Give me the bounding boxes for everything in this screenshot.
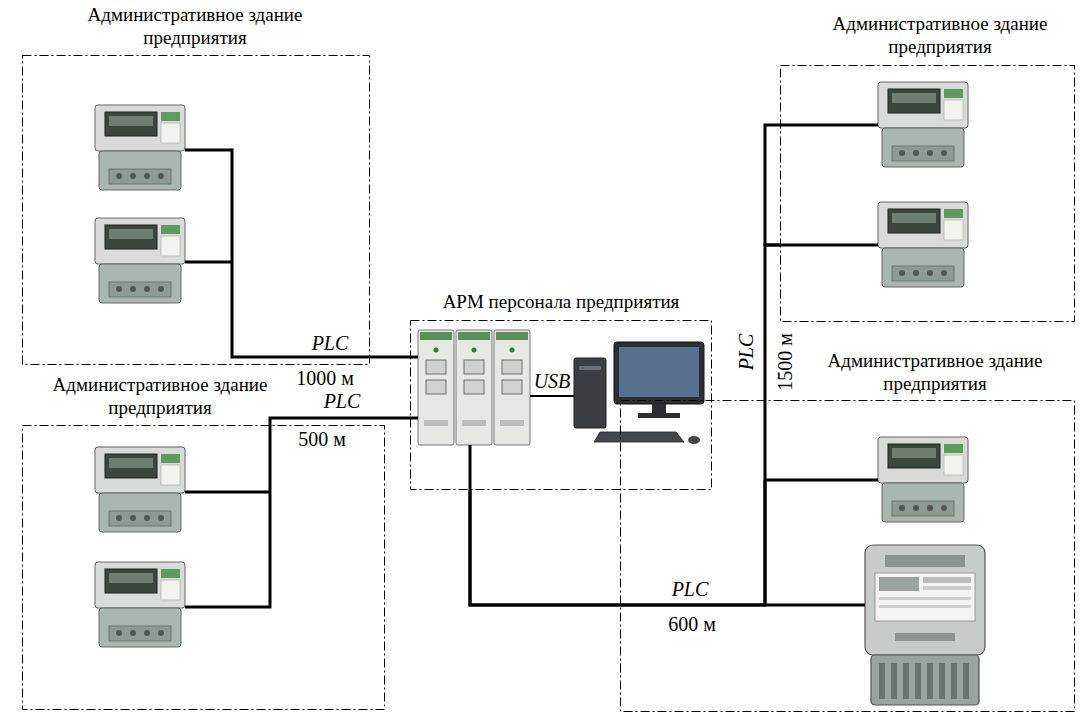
line-length: USB [532,370,573,392]
zone-heading: АРМ персонала предприятия [411,290,711,313]
electric-meters [878,82,968,287]
computer [574,342,704,444]
electric-meters [865,437,985,705]
dashed-outline [780,65,1075,322]
zone-heading: Административное здание предприятия [10,373,310,419]
usb-wire [530,395,574,397]
building-zone: Административное здание предприятия [22,425,385,710]
line-length: 1500 м [774,331,796,393]
zone-heading: Административное здание предприятия [785,349,1085,395]
plc-modem [418,330,530,445]
plc-wire [185,150,370,357]
line-length: 500 м [296,428,348,450]
building-zone: Административное здание предприятия [22,55,370,365]
dashed-outline [410,320,712,490]
plc-wire [410,357,470,490]
line-length: 1000 м [294,367,356,389]
dashed-outline [620,400,1075,712]
dashed-outline [22,425,385,710]
line-label: PLC [735,332,757,373]
line-length: 600 м [666,613,718,635]
plc-wire [185,425,270,607]
plc-wire [765,125,878,245]
plc-wire [620,480,878,605]
plc-line [270,418,410,425]
plc-line [470,490,620,605]
line-label: PLC [670,578,711,600]
line-label: PLC [322,390,363,412]
building-zone: Административное здание предприятия [780,65,1075,322]
building-zone: АРМ персонала предприятия [410,320,712,490]
dashed-outline [22,55,370,365]
zone-heading: Административное здание предприятия [45,3,345,49]
plc-line [370,356,410,359]
electric-meters [95,447,185,647]
electric-meters [95,105,185,303]
building-zone: Административное здание предприятия [620,400,1075,712]
zone-heading: Административное здание предприятия [790,12,1090,58]
line-label: PLC [310,332,351,354]
